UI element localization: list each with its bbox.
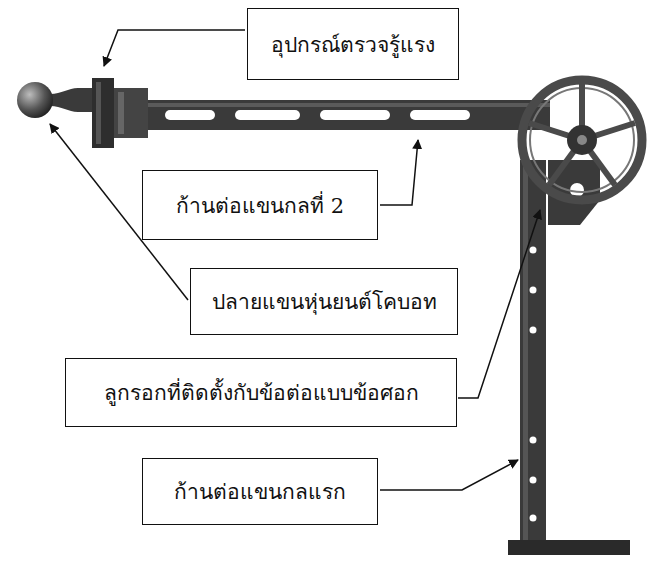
- leader-line: [458, 210, 540, 398]
- part-label: ก้านต่อแขนกลที่ 2: [176, 189, 344, 222]
- cobot-end-effector: [17, 82, 92, 118]
- force-sensor: [92, 78, 148, 148]
- second-link-arm: [145, 100, 550, 130]
- elbow-pulley-wheel: [522, 80, 642, 200]
- part-label: อุปกรณ์ตรวจรู้แรง: [271, 28, 435, 61]
- leader-line: [104, 30, 245, 66]
- label-box: อุปกรณ์ตรวจรู้แรง: [247, 8, 459, 80]
- leader-line: [380, 140, 418, 205]
- part-label: ปลายแขนหุ่นยนต์โคบอท: [212, 285, 437, 318]
- label-box: ก้านต่อแขนกลที่ 2: [142, 170, 378, 240]
- label-box: ปลายแขนหุ่นยนต์โคบอท: [190, 268, 458, 335]
- label-box: ก้านต่อแขนกลแรก: [142, 458, 378, 525]
- part-label: ก้านต่อแขนกลแรก: [174, 475, 346, 508]
- leader-line: [380, 460, 518, 490]
- label-box: ลูกรอกที่ติดตั้งกับข้อต่อแบบข้อศอก: [65, 358, 457, 427]
- part-label: ลูกรอกที่ติดตั้งกับข้อต่อแบบข้อศอก: [104, 376, 419, 409]
- first-link-post: [508, 160, 630, 555]
- leader-lines: [50, 30, 540, 490]
